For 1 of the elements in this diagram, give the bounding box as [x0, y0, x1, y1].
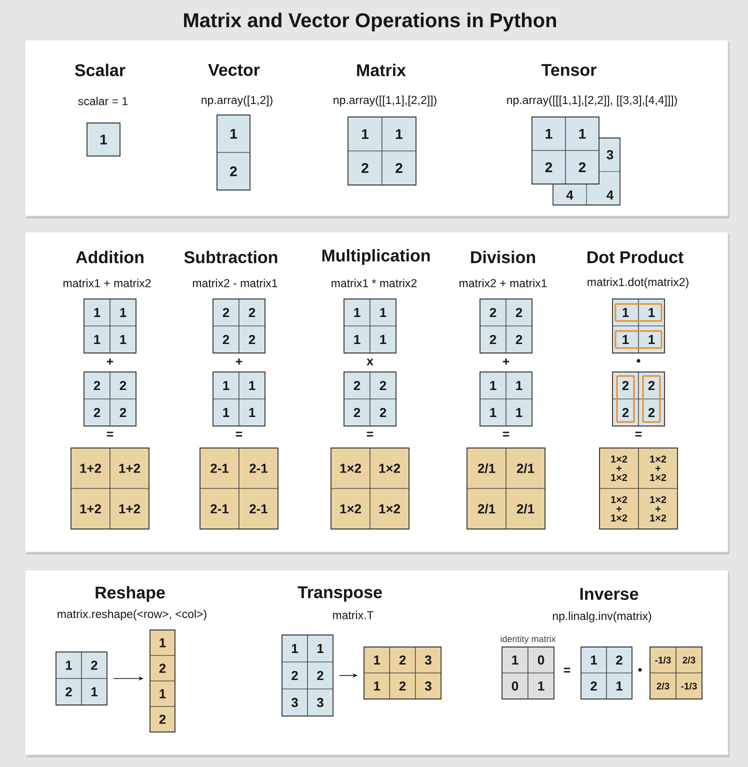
title: Matrix and Vector Operations in Python	[184, 12, 556, 32]
